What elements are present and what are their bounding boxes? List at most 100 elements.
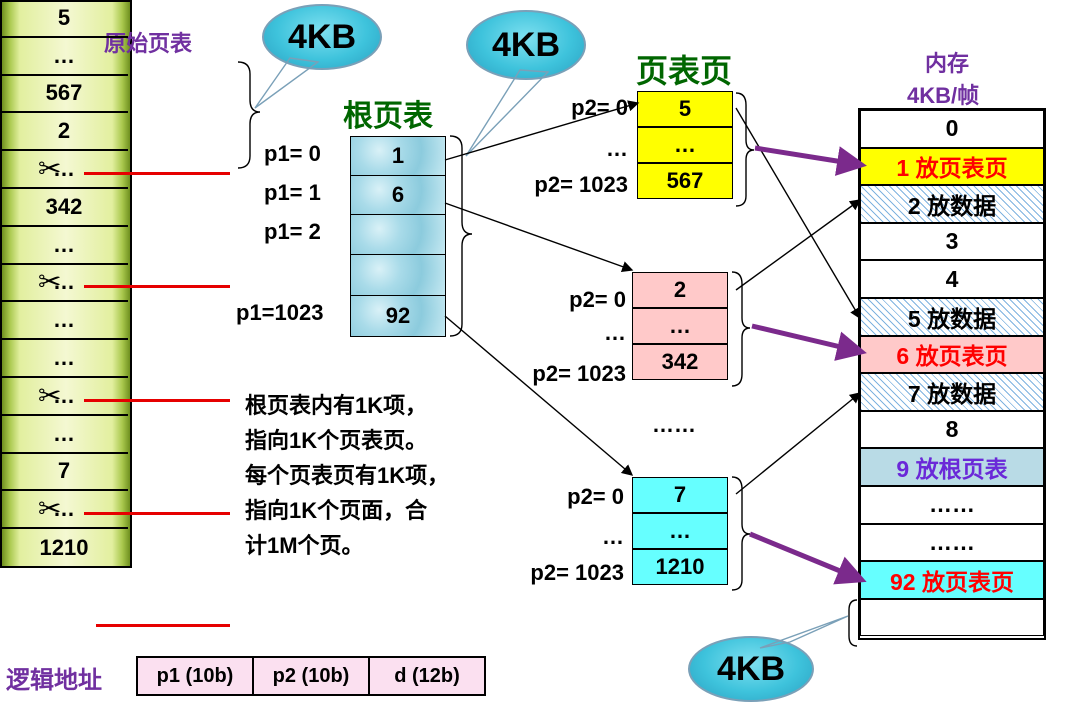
root-table-cell: 6 [350,175,446,215]
cut-line [84,285,230,288]
orig-table-row: 7 [0,454,128,492]
orig-table-row: … [0,302,128,341]
brace [449,135,473,337]
orig-table-title: 原始页表 [104,31,193,56]
purple-arrow [749,531,867,585]
memory-frame-row: 9 放根页表 [860,448,1044,486]
purple-arrow [751,323,867,361]
brace [735,92,755,207]
address-field-p2: p2 (10b) [252,656,370,696]
description-line: 指向1K个页表页。 [245,428,428,453]
root-table-cell: 1 [350,136,446,176]
page-table-index-label: … [606,136,628,161]
brace [848,599,858,647]
orig-table-row: 1210 [39,535,89,561]
size-bubble-3: 4KB [688,636,814,702]
connector [735,392,862,495]
memory-frame-row: 7 放数据 [860,373,1044,411]
scissors-icon: ✂ [38,153,62,184]
memory-frame-row: 0 [860,110,1044,148]
root-table-index-label: p1=1023 [236,300,324,325]
connector [444,202,634,272]
memory-frame-row: …… [860,486,1044,524]
page-table-index-label: p2= 1023 [530,560,624,585]
description-line: 每个页表页有1K项， [245,463,450,488]
orig-table-row: 5 [0,0,128,38]
page-table-index-label: p2= 0 [567,484,624,509]
memory-frame-row: 92 放页表页 [860,561,1044,599]
orig-table-row: … [0,491,128,530]
memory-frame-row: 4 [860,260,1044,298]
cut-line [84,512,230,515]
page-table-page-cell: 342 [632,344,728,380]
memory-frame [858,108,1046,640]
description-line: 指向1K个页面，合 [245,498,428,523]
orig-table-row: 342 [0,189,128,227]
root-table-index-label: p1= 2 [264,219,321,244]
memory-subtitle: 4KB/帧 [907,83,980,108]
memory-frame-row: 8 [860,410,1044,449]
page-table-index-label: … [602,524,624,549]
bubble-tail [465,69,550,157]
orig-table-row: … [0,151,128,189]
scissors-icon: ✂ [38,493,62,524]
cut-line [84,399,230,402]
orig-table-row: 567 [0,76,128,114]
orig-table-row: … [0,416,128,454]
logical-address-label: 逻辑地址 [6,667,102,694]
orig-table-row: … [0,227,128,265]
memory-frame-row: 2 放数据 [860,185,1044,223]
memory-frame-row: 6 放页表页 [860,335,1044,374]
orig-table-row: … [0,378,128,416]
root-table-title: 根页表 [343,100,433,133]
page-table-index-label: p2= 1023 [532,361,626,386]
description-line: 根页表内有1K项， [245,393,428,418]
brace [731,476,751,591]
memory-frame-row: 5 放数据 [860,298,1044,336]
root-table-index-label: p1= 1 [264,180,321,205]
purple-arrow [754,145,867,176]
root-table-index-label: p1= 0 [264,141,321,166]
page-table-page-cell: 1210 [632,549,728,585]
scissors-icon: ✂ [38,266,62,297]
memory-frame-row: 1 放页表页 [860,147,1044,186]
page-table-index-label: p2= 1023 [534,172,628,197]
page-table-page-cell: 2 [632,272,728,308]
page-table-page-cell: 5 [637,91,733,127]
size-bubble-1: 4KB [262,4,382,70]
page-table-page-cell: 7 [632,477,728,513]
orig-table-row: … [0,265,128,303]
address-field-d: d (12b) [368,656,486,696]
memory-frame-row: …… [860,523,1044,562]
description-text: 根页表内有1K项， 指向1K个页表页。 每个页表页有1K项， 指向1K个页面，合… [245,388,449,563]
orig-table-row: 2 [0,113,128,152]
address-field-p1: p1 (10b) [136,656,254,696]
memory-frame-row [860,598,1044,637]
page-table-page-title: 页表页 [636,53,733,89]
page-table-index-label: … [604,320,626,345]
orig-table-row: … [0,340,128,378]
brace [731,271,751,387]
cut-line [84,172,230,175]
brace [237,61,261,169]
middle-dots: …… [652,412,696,437]
root-table-cell: 92 [350,295,446,337]
orig-table-row: … [0,38,128,76]
root-table-cell [350,254,446,296]
size-bubble-2: 4KB [466,10,586,80]
page-table-page-cell: … [637,127,733,163]
description-line: 计1M个页。 [245,533,364,558]
memory-frame-row: 3 [860,222,1044,261]
memory-title: 内存 [925,51,970,76]
cut-line [96,624,230,627]
page-table-page-cell: … [632,513,728,549]
connector [735,199,862,291]
connector [735,107,861,320]
page-table-page-cell: 567 [637,163,733,199]
root-table-cell [350,214,446,255]
page-table-page-cell: … [632,308,728,344]
page-table-index-label: p2= 0 [569,287,626,312]
page-table-index-label: p2= 0 [571,95,628,120]
scissors-icon: ✂ [38,380,62,411]
